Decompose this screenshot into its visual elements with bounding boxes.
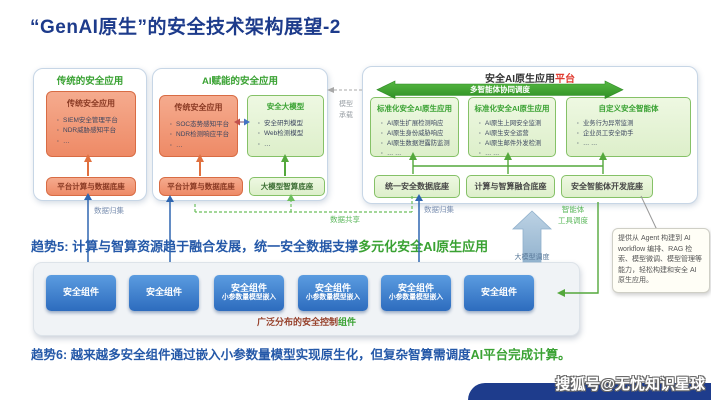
std-native-app-title-1: 标准化安全AI原生应用 <box>377 104 452 113</box>
security-llm-box: 安全大模型 安全研判模型 Web检测模型 … <box>247 95 324 157</box>
std-native-app-title-2: 标准化安全AI原生应用 <box>474 104 550 113</box>
ai-enabled-base-box: 平台计算与数据底座 <box>159 177 243 196</box>
orchestration-arrow-label: 多智能体协同调度 <box>470 85 530 94</box>
ai-native-title-text: 安全AI原生应用 <box>485 74 555 85</box>
std-native-app-box-1: 标准化安全AI原生应用 AI原生扩展检测响应 AI原生身份威胁响应 AI原生数据… <box>370 97 459 159</box>
agent-dev-base-box: 安全智能体开发底座 <box>561 175 653 198</box>
security-llm-list: 安全研判模型 Web检测模型 … <box>248 119 323 151</box>
component-label: 安全组件 <box>62 287 99 298</box>
std-native-app-list-2: AI原生上网安全监测 AI原生安全运营 AI原生邮件外发检测 … … <box>469 119 555 159</box>
legacy-app-box: 传统安全应用 SIEM安全管理平台 NDR威胁感知平台 … <box>46 91 136 157</box>
unified-data-base-box: 统一安全数据底座 <box>374 175 460 198</box>
custom-agent-list: 业务行为异常监测 企业员工安全助手 … … <box>567 119 690 149</box>
custom-agent-title: 自定义安全智能体 <box>598 104 659 113</box>
component-embed-note: 小参数量模型嵌入 <box>221 294 277 302</box>
security-component-button-embedded: 安全组件 小参数量模型嵌入 <box>298 275 368 311</box>
list-item: AI原生邮件外发检测 <box>478 139 551 149</box>
components-panel: 安全组件 安全组件 安全组件 小参数量模型嵌入 安全组件 小参数量模型嵌入 安全… <box>33 262 580 336</box>
security-component-button: 安全组件 <box>46 275 116 311</box>
flow-label-data-collect-right: 数据归集 <box>424 205 454 214</box>
ai-enabled-panel-title: AI赋能的安全应用 <box>201 76 278 87</box>
trend-6-text: 趋势6: 越来越多安全组件通过嵌入小参数量模型实现原生化，但复杂智算需调度AI平… <box>31 344 571 363</box>
component-label: 安全组件 <box>230 282 267 293</box>
component-label: 安全组件 <box>397 282 434 293</box>
ai-native-title-accent: 平台 <box>555 74 575 85</box>
component-label: 安全组件 <box>145 287 182 298</box>
flow-label-agent-tools-line2: 工具调度 <box>558 215 588 225</box>
security-llm-title: 安全大模型 <box>266 102 305 111</box>
list-item: AI原生扩展检测响应 <box>380 119 454 129</box>
arrowhead <box>327 87 334 93</box>
watermark: 搜狐号@无忧知识星球 <box>555 376 705 393</box>
list-item: SOC态势感知平台 <box>169 120 233 131</box>
component-embed-note: 小参数量模型嵌入 <box>305 294 361 302</box>
compute-fusion-base-box: 计算与智算融合底座 <box>466 175 555 198</box>
component-label: 安全组件 <box>314 282 351 293</box>
flow-label-data-share: 数据共享 <box>330 215 360 224</box>
flow-label-llm-schedule: 大模型调度 <box>514 254 550 261</box>
legacy-panel-title: 传统的安全应用 <box>56 76 124 87</box>
list-item: … … <box>478 149 551 159</box>
ai-native-panel-title: 安全AI原生应用平台 <box>363 70 697 85</box>
trend-6-main: 趋势6: 越来越多安全组件通过嵌入小参数量模型实现原生化，但复杂智算需调度 <box>31 348 471 362</box>
component-embed-note: 小参数量模型嵌入 <box>388 294 444 302</box>
ai-enabled-app-list: SOC态势感知平台 NDR检测响应平台 … <box>160 120 237 152</box>
list-item: … <box>56 137 131 148</box>
flow-label-data-collect-left: 数据归集 <box>94 206 124 215</box>
components-caption-accent: 组件 <box>338 317 357 327</box>
ai-compute-base-box: 大模型智算底座 <box>249 177 325 196</box>
legacy-panel: 传统的安全应用 传统安全应用 SIEM安全管理平台 NDR威胁感知平台 … 平台… <box>33 68 147 201</box>
security-component-button: 安全组件 <box>129 275 199 311</box>
list-item: 企业员工安全助手 <box>576 129 686 139</box>
agent-platform-callout: 提供从 Agent 构建到 AI workflow 编排、RAG 检索、模型微调… <box>612 228 710 293</box>
trend-6-accent: AI平台完成计算。 <box>470 348 571 362</box>
security-component-button-embedded: 安全组件 小参数量模型嵌入 <box>381 275 451 311</box>
flow-label-model-host: 模型 承载 <box>334 100 358 121</box>
flow-label-agent-tools-line1: 智能体 <box>561 205 585 214</box>
list-item: … <box>257 140 319 151</box>
list-item: AI原生上网安全监测 <box>478 119 551 129</box>
list-item: … … <box>380 149 454 159</box>
ai-enabled-app-title: 传统安全应用 <box>174 103 223 112</box>
list-item: AI原生身份威胁响应 <box>380 129 454 139</box>
legacy-app-title: 传统安全应用 <box>67 99 115 108</box>
legacy-base-box: 平台计算与数据底座 <box>46 177 136 196</box>
ai-enabled-app-box: 传统安全应用 SOC态势感知平台 NDR检测响应平台 … <box>159 95 238 157</box>
flow-label-model-host-line1: 模型 <box>339 101 353 108</box>
ai-enabled-panel: AI赋能的安全应用 传统安全应用 SOC态势感知平台 NDR检测响应平台 … 安… <box>152 68 328 201</box>
list-item: … … <box>576 139 686 149</box>
list-item: AI原生数据泄露防监测 <box>380 139 454 149</box>
flow-label-agent-tools: 智能体 工具调度 <box>550 205 596 227</box>
std-native-app-list-1: AI原生扩展检测响应 AI原生身份威胁响应 AI原生数据泄露防监测 … … <box>371 119 458 159</box>
trend-5-accent: 多元化安全AI原生应用 <box>358 239 489 254</box>
flow-label-model-host-line2: 承载 <box>339 111 353 119</box>
list-item: NDR威胁感知平台 <box>56 126 131 137</box>
list-item: 业务行为异常监测 <box>576 119 686 129</box>
security-component-button: 安全组件 <box>464 275 534 311</box>
bottom-wave-decoration <box>468 383 711 400</box>
list-item: NDR检测响应平台 <box>169 130 233 141</box>
std-native-app-box-2: 标准化安全AI原生应用 AI原生上网安全监测 AI原生安全运营 AI原生邮件外发… <box>468 97 556 159</box>
component-label: 安全组件 <box>480 287 517 298</box>
trend-5-text: 趋势5: 计算与智算资源趋于融合发展，统一安全数据支撑多元化安全AI原生应用 <box>31 236 488 255</box>
legacy-app-list: SIEM安全管理平台 NDR威胁感知平台 … <box>47 116 135 148</box>
trend-5-main: 趋势5: 计算与智算资源趋于融合发展，统一安全数据支撑 <box>31 239 359 254</box>
list-item: 安全研判模型 <box>257 119 319 130</box>
components-caption-main: 广泛分布的安全控制 <box>256 317 338 327</box>
list-item: … <box>169 141 233 152</box>
list-item: AI原生安全运营 <box>478 129 551 139</box>
security-component-button-embedded: 安全组件 小参数量模型嵌入 <box>214 275 284 311</box>
custom-agent-box: 自定义安全智能体 业务行为异常监测 企业员工安全助手 … … <box>566 97 691 157</box>
list-item: Web检测模型 <box>257 129 319 140</box>
list-item: SIEM安全管理平台 <box>56 116 131 127</box>
page-title: “GenAI原生”的安全技术架构展望-2 <box>30 17 341 38</box>
components-caption: 广泛分布的安全控制组件 <box>34 315 579 328</box>
